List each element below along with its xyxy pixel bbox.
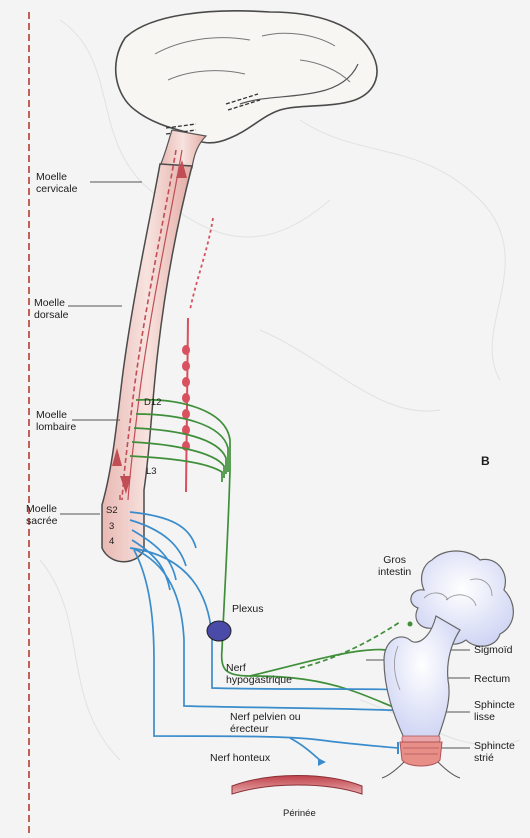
label-moelle-cervicale: Moelle cervicale bbox=[36, 171, 77, 195]
label-s2: S2 bbox=[106, 505, 118, 517]
label-rectum: Rectum bbox=[474, 673, 510, 685]
label-nerf-honteux: Nerf honteux bbox=[210, 752, 270, 764]
label-s4: 4 bbox=[109, 536, 114, 548]
label-sigmoide: Sigmoïd bbox=[474, 644, 513, 656]
label-moelle-dorsale: Moelle dorsale bbox=[34, 297, 68, 321]
label-plexus: Plexus bbox=[232, 603, 264, 615]
label-perinee: Périnée bbox=[283, 808, 316, 820]
label-sphincter-strie: Sphincte strié bbox=[474, 740, 515, 764]
label-d12: D12 bbox=[144, 397, 161, 409]
label-l3: L3 bbox=[146, 466, 157, 478]
label-moelle-sacree: Moelle sacrée bbox=[26, 503, 58, 527]
label-sphincter-lisse: Sphincte lisse bbox=[474, 699, 515, 723]
plexus-ganglion bbox=[207, 621, 231, 641]
panel-letter: B bbox=[481, 455, 490, 467]
label-nerf-pelvien: Nerf pelvien ou érecteur bbox=[230, 711, 301, 735]
perineum bbox=[232, 776, 362, 795]
label-moelle-lombaire: Moelle lombaire bbox=[36, 409, 76, 433]
spinal-cord bbox=[102, 150, 192, 562]
label-gros-intestin: Gros intestin bbox=[378, 554, 411, 578]
brain bbox=[116, 11, 377, 168]
label-nerf-hypogastrique: Nerf hypogastrique bbox=[226, 662, 292, 686]
label-s3: 3 bbox=[109, 521, 114, 533]
